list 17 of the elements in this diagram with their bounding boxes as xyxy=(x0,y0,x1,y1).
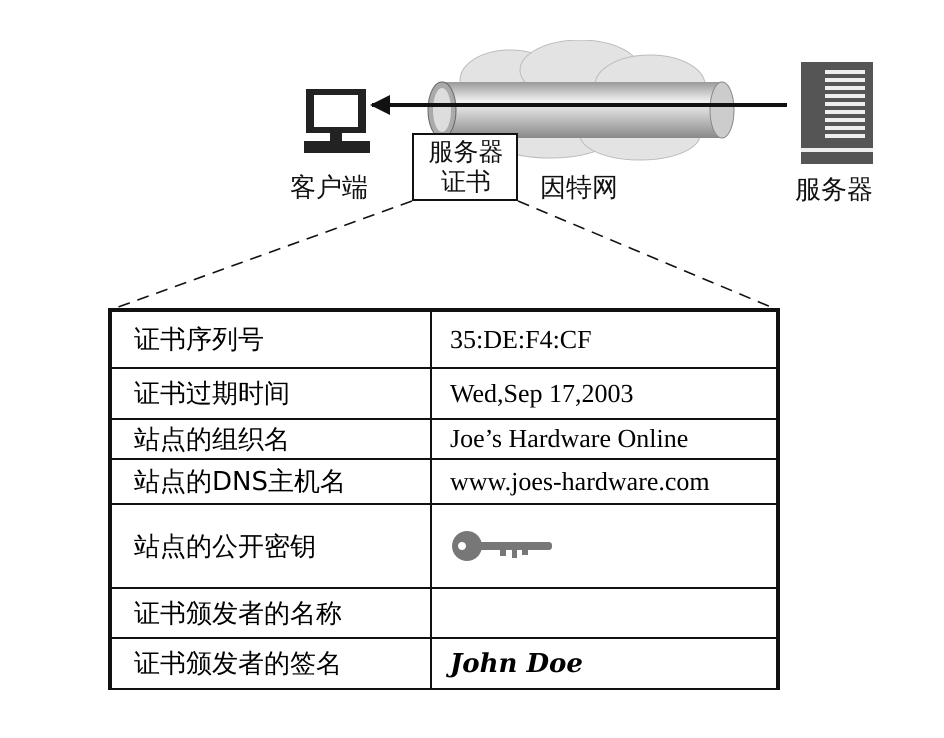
field-value: 35:DE:F4:CF xyxy=(450,324,592,354)
certificate-table xyxy=(110,310,778,688)
field-name: 证书序列号 xyxy=(134,325,264,355)
arrow xyxy=(370,95,787,115)
node-label: 服务器 xyxy=(795,174,873,207)
field-name: 站点的DNS主机名 xyxy=(134,467,346,497)
field-value: Joe’s Hardware Online xyxy=(450,424,688,453)
field-value: www.joes-hardware.com xyxy=(450,466,710,496)
field-name: 证书过期时间 xyxy=(134,379,290,409)
node-label: 服务器证书 xyxy=(428,137,504,197)
node-label: 客户端 xyxy=(290,172,368,205)
node-label: 因特网 xyxy=(540,172,618,205)
field-name: 站点的公开密钥 xyxy=(134,532,316,562)
field-name: 站点的组织名 xyxy=(134,424,290,454)
field-value: Wed,Sep 17,2003 xyxy=(450,378,634,408)
field-name: 证书颁发者的名称 xyxy=(134,598,342,628)
field-name: 证书颁发者的签名 xyxy=(134,649,342,679)
